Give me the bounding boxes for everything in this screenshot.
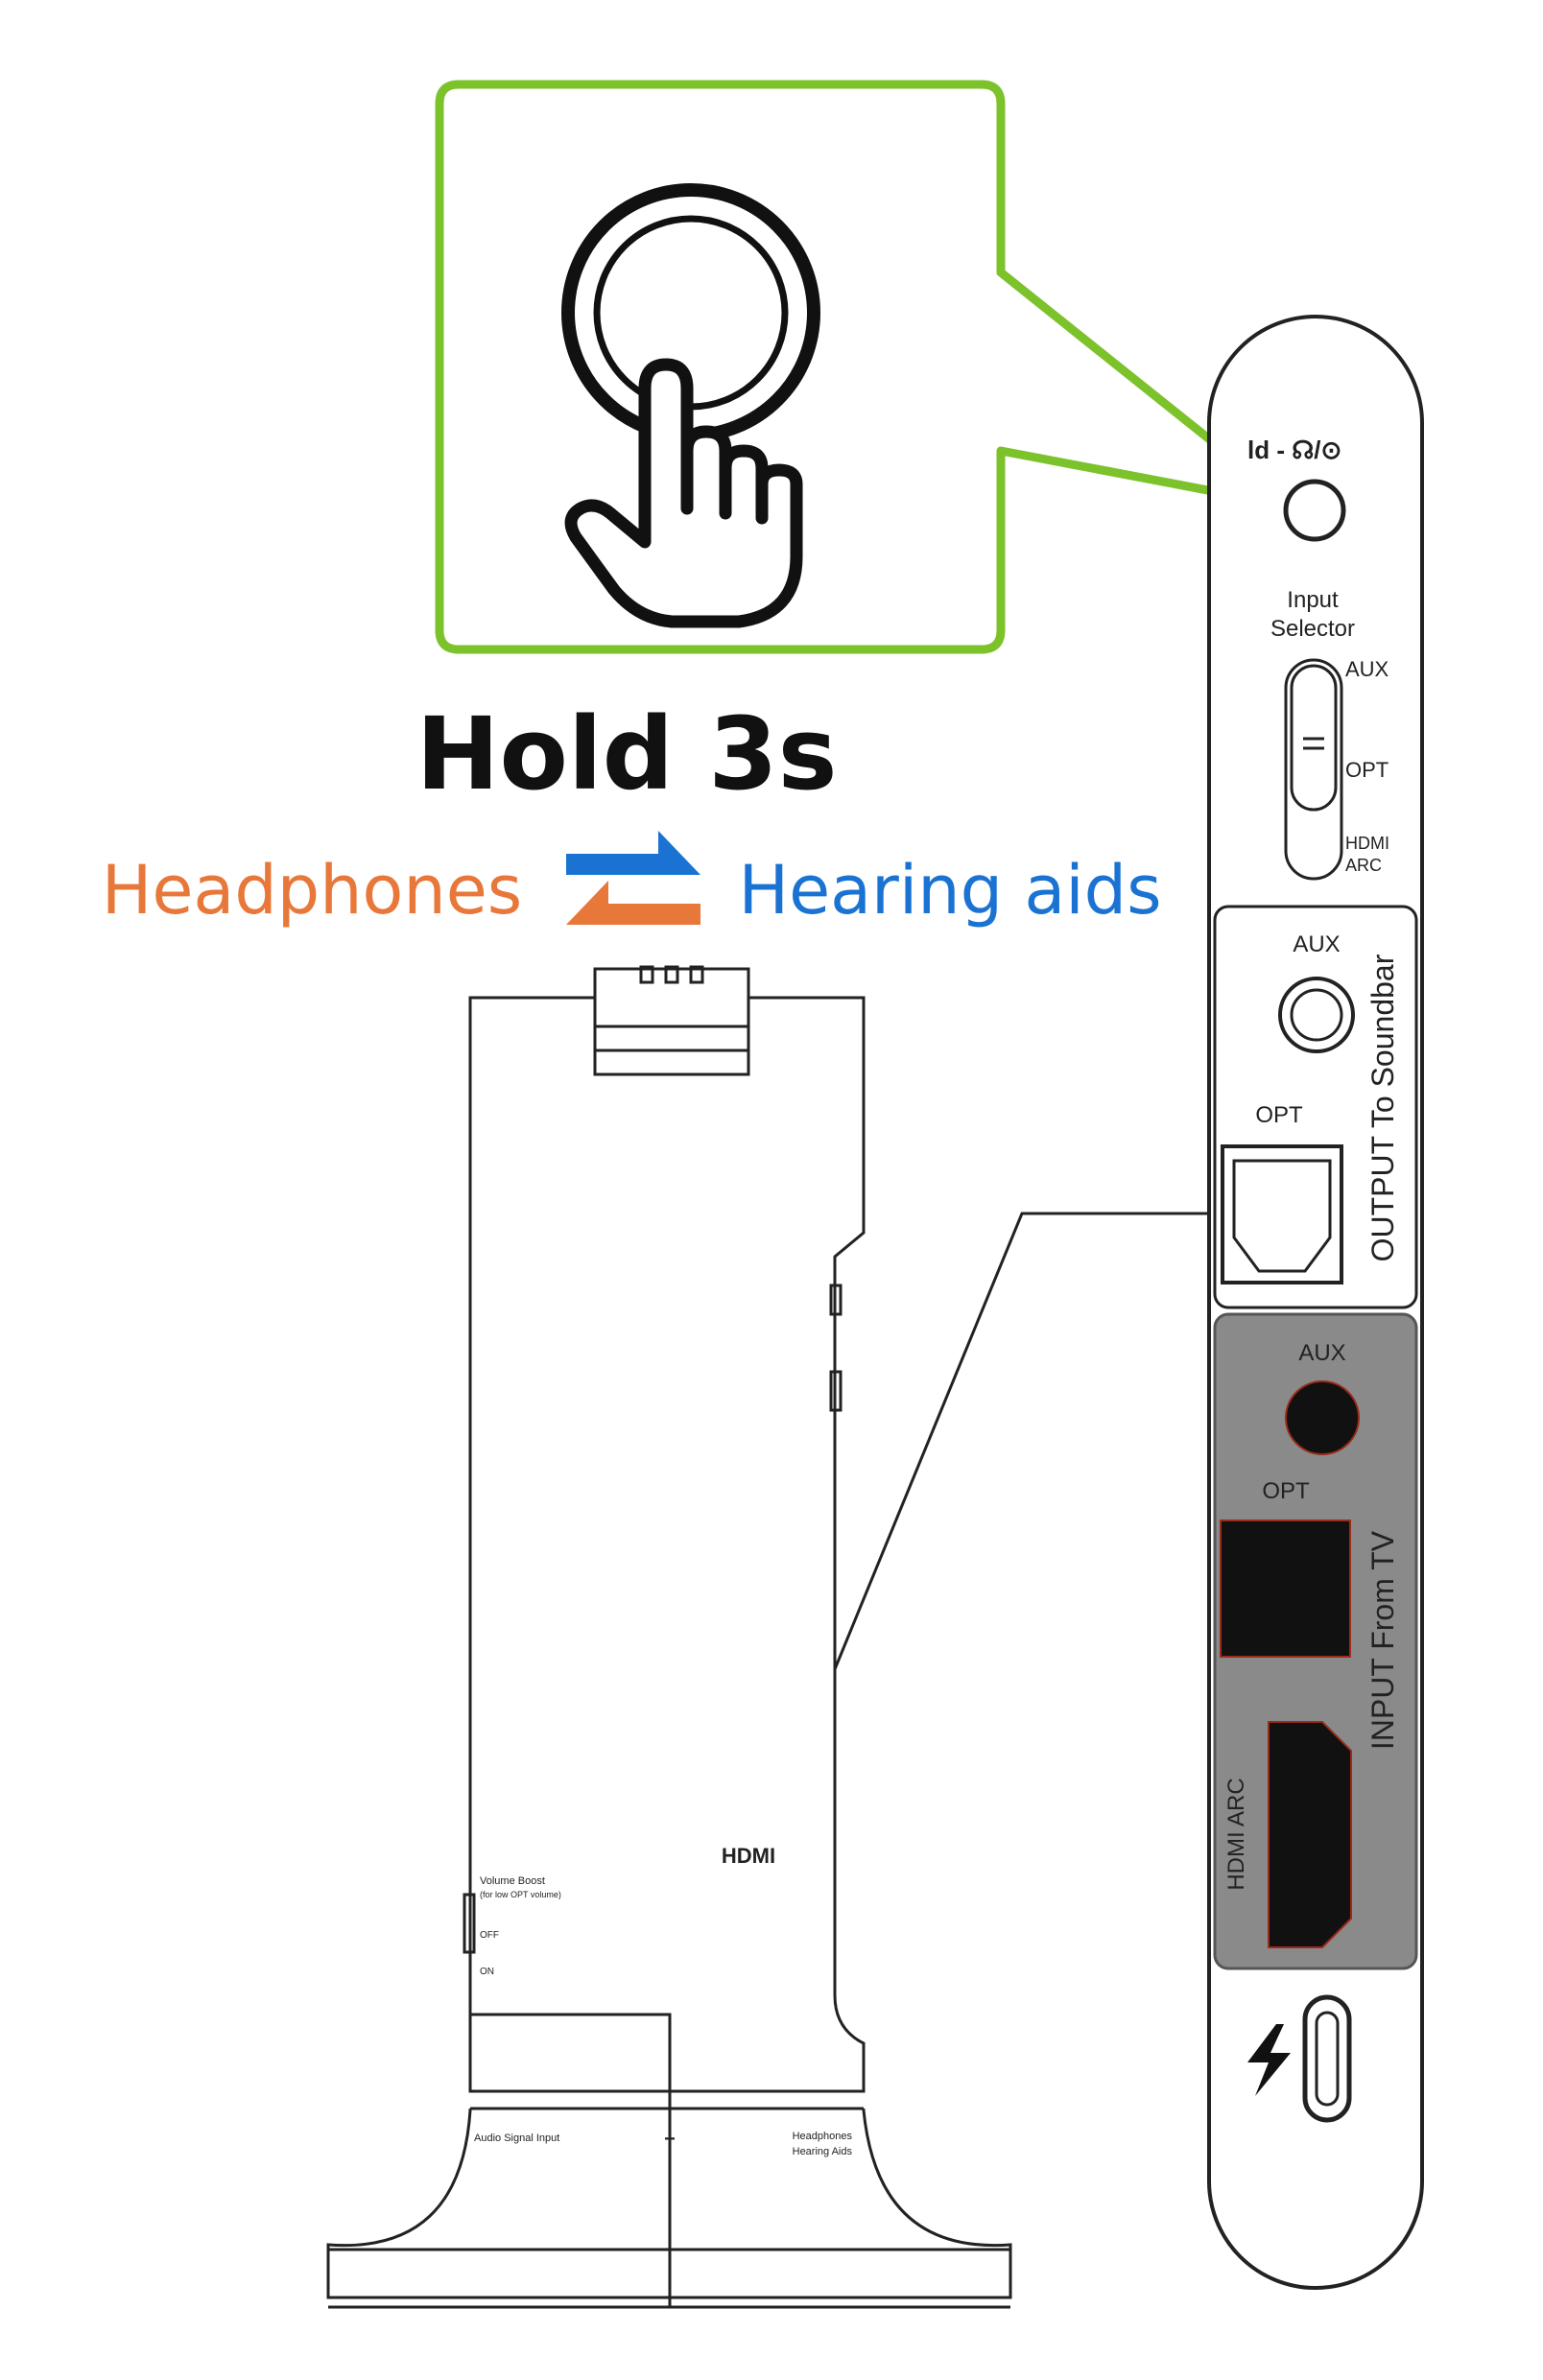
input-hdmi-label: HDMI ARC xyxy=(1223,1778,1249,1890)
swap-arrows-icon xyxy=(566,831,700,925)
headphones-port-label: Headphones xyxy=(793,2131,853,2142)
charging-bolt-icon xyxy=(1247,2024,1291,2096)
input-selector-subtitle: Selector xyxy=(1270,616,1355,642)
mode-hearing-aids-label: Hearing aids xyxy=(738,851,1161,930)
input-aux-label: AUX xyxy=(1298,1340,1345,1366)
power-symbol-label: + xyxy=(664,2129,676,2150)
device-body-outline xyxy=(468,996,866,2093)
callout-border xyxy=(435,80,1298,654)
connection-panel: ld - ☊/⊙ Input Selector AUX OPT HDMI ARC… xyxy=(1207,315,1424,2290)
device-top-connector xyxy=(593,967,750,1076)
volume-boost-label: Volume Boost xyxy=(480,1875,545,1887)
input-opt-port[interactable] xyxy=(1220,1520,1351,1658)
callout-box xyxy=(435,80,1298,654)
input-opt-label: OPT xyxy=(1262,1478,1310,1504)
output-aux-label: AUX xyxy=(1293,931,1340,957)
mode-button[interactable] xyxy=(1283,479,1346,542)
swap-arrow-left xyxy=(566,881,700,925)
volume-boost-off-label: OFF xyxy=(480,1930,499,1941)
device-side-view xyxy=(326,965,1012,2309)
input-aux-port[interactable] xyxy=(1285,1380,1360,1455)
mode-button-label: ld - ☊/⊙ xyxy=(1247,436,1341,464)
volume-boost-sublabel: (for low OPT volume) xyxy=(480,1890,561,1899)
mode-headphones-label: Headphones xyxy=(102,851,523,930)
input-selector-title: Input xyxy=(1287,587,1339,613)
pointing-hand-icon xyxy=(564,358,803,628)
volume-boost-on-label: ON xyxy=(480,1967,494,1977)
selector-position-aux: AUX xyxy=(1345,657,1389,681)
hearing-aids-port-label: Hearing Aids xyxy=(793,2146,853,2157)
selector-position-hdmi: HDMI xyxy=(1345,834,1389,853)
audio-signal-input-label: Audio Signal Input xyxy=(474,2133,559,2144)
hold-duration-title: Hold 3s xyxy=(415,695,837,813)
input-hdmi-port[interactable] xyxy=(1268,1721,1352,1948)
output-section-title: OUTPUT To Soundbar xyxy=(1365,954,1400,1261)
output-opt-label: OPT xyxy=(1255,1102,1303,1128)
panel-leader-line xyxy=(833,1212,1207,1670)
swap-arrow-right xyxy=(566,831,700,875)
volume-boost-switch xyxy=(463,1893,476,1954)
hdmi-logo: HDMI xyxy=(722,1844,775,1868)
selector-position-opt: OPT xyxy=(1345,758,1389,782)
output-opt-port[interactable] xyxy=(1221,1144,1343,1284)
selector-position-arc: ARC xyxy=(1345,856,1382,875)
input-section-title: INPUT From TV xyxy=(1365,1530,1400,1750)
